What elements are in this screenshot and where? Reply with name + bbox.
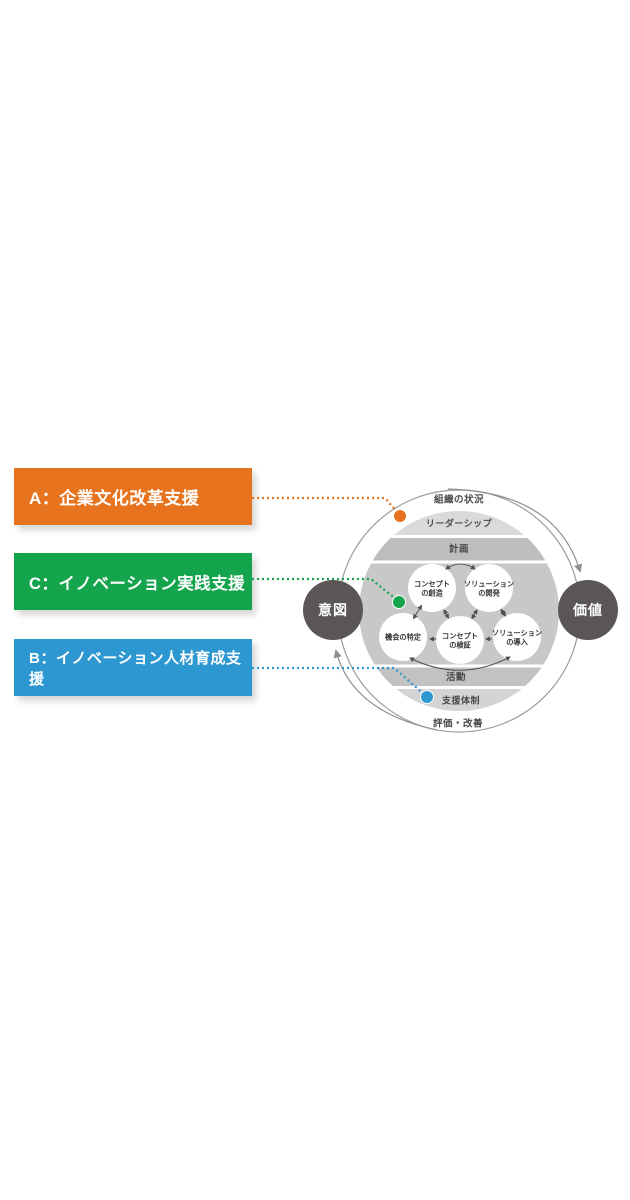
legend-item-c: C：イノベーション実践支援 [14, 553, 252, 610]
marker-dot-c [392, 595, 406, 609]
legend-label-c: C：イノベーション実践支援 [29, 574, 246, 593]
label-concept-creation-1: コンセプト [414, 580, 450, 589]
value-node [558, 580, 618, 640]
legend-item-b: B：イノベーション人材育成支援 [14, 639, 252, 696]
arrow-development-validation [471, 609, 478, 620]
cycle-arrow-to-intent [333, 649, 438, 731]
connector-b [252, 666, 426, 696]
label-value: 価値 [572, 602, 603, 618]
legend-label-a: A：企業文化改革支援 [29, 489, 200, 508]
arrow-identification-creation [412, 604, 423, 620]
label-opportunity-identification: 機会の特定 [385, 633, 422, 642]
band-activity [359, 667, 559, 686]
label-solution-development-2: の開発 [478, 589, 500, 598]
arrow-creation-development [445, 563, 476, 570]
label-leadership: リーダーシップ [426, 518, 493, 529]
label-solution-implementation-1: ソリューション [492, 629, 542, 638]
arrow-development-implementation [500, 608, 507, 617]
connector-c [252, 577, 398, 601]
label-activity: 活動 [446, 671, 466, 683]
process-circle-concept-creation [408, 564, 456, 612]
label-concept-validation-1: コンセプト [442, 632, 478, 641]
process-circle-solution-implementation [493, 613, 541, 661]
label-plan: 計画 [449, 543, 469, 555]
intent-node [303, 580, 363, 640]
process-circle-solution-development [465, 564, 513, 612]
connector-a [252, 496, 399, 514]
label-concept-creation-2: の創造 [421, 589, 443, 598]
legend-label-b: B：イノベーション人材育成支援 [29, 649, 242, 688]
label-solution-development-1: ソリューション [464, 580, 514, 589]
label-intent: 意図 [318, 602, 348, 618]
label-support-structure: 支援体制 [441, 695, 480, 706]
label-evaluation-improvement: 評価・改善 [433, 718, 483, 730]
band-plan [359, 538, 559, 561]
label-organizational-context: 組織の状況 [434, 494, 484, 506]
cycle-arrow-to-value [447, 488, 583, 573]
label-concept-validation-2: の検証 [449, 641, 471, 650]
marker-dot-b [420, 690, 434, 704]
arrow-creation-validation [443, 609, 449, 619]
arrow-bottom-cycle [409, 656, 511, 671]
marker-dot-a [393, 509, 407, 523]
process-circle-opportunity-identification [379, 613, 427, 661]
label-solution-implementation-2: の導入 [506, 638, 528, 647]
process-circle-concept-validation [436, 616, 484, 664]
legend-item-a: A：企業文化改革支援 [14, 468, 252, 525]
